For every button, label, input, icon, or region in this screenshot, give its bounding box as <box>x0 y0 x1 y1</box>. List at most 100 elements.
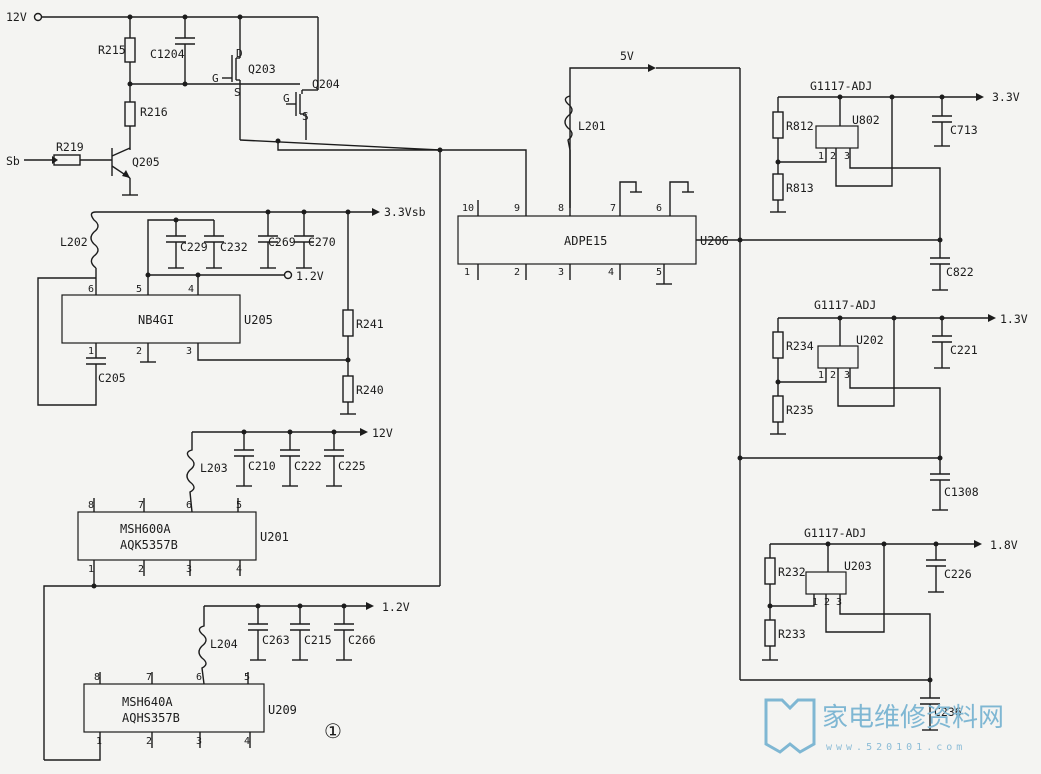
u206-pin10: 10 <box>462 203 474 214</box>
u203-section: G1117-ADJ 1.8V R232 R233 U203 1 2 3 C226… <box>740 526 1018 731</box>
u209-pin2: 2 <box>146 736 152 747</box>
u209-part2: AQHS357B <box>122 711 180 725</box>
u802-pin3: 3 <box>844 151 850 162</box>
r240-label: R240 <box>356 383 384 397</box>
u802-pin2: 2 <box>830 151 836 162</box>
c1204-label: C1204 <box>150 47 185 61</box>
u206-pin7: 7 <box>610 203 616 214</box>
l204-label: L204 <box>210 637 238 651</box>
watermark-title: 家电维修资料网 <box>822 703 1004 733</box>
u203-pin2: 2 <box>824 597 830 608</box>
q205-label: Q205 <box>132 155 160 169</box>
u209-section: 1.2V L204 C263 C215 C266 MSH640A AQHS357… <box>44 600 410 761</box>
u203-pin1: 1 <box>812 597 818 608</box>
c236-label: C236 <box>934 705 962 719</box>
rail-5v-label: 5V <box>620 49 634 63</box>
u205-pin5: 5 <box>136 284 142 295</box>
u202-ref: U202 <box>856 333 884 347</box>
resistor-r215 <box>124 37 136 63</box>
l203-label: L203 <box>200 461 228 475</box>
u209-part: MSH640A <box>122 695 173 709</box>
watermark-url: www.520101.com <box>826 742 966 753</box>
rail-12v-u201-label: 12V <box>372 426 393 440</box>
u201-pin8: 8 <box>88 500 94 511</box>
resistor-r813 <box>772 173 784 201</box>
u209-pin4: 4 <box>244 736 250 747</box>
u209-pin3: 3 <box>196 736 202 747</box>
chip-u203 <box>805 571 847 595</box>
c1308-label: C1308 <box>944 485 979 499</box>
c266-label: C266 <box>348 633 376 647</box>
c270-label: C270 <box>308 235 336 249</box>
u206-section: 5V L201 ADPE15 U206 10 9 8 7 6 1 2 3 4 5 <box>457 49 743 680</box>
q203-s: S <box>234 86 241 99</box>
chip-u202 <box>817 345 859 369</box>
u802-part: G1117-ADJ <box>810 79 872 93</box>
c229-label: C229 <box>180 240 208 254</box>
r241-label: R241 <box>356 317 384 331</box>
watermark-logo <box>764 698 816 754</box>
u203-ref: U203 <box>844 559 872 573</box>
u206-ref: U206 <box>700 234 729 248</box>
rail-13v-label: 1.3V <box>1000 312 1028 326</box>
sb-input-label: Sb <box>6 154 20 168</box>
u202-part: G1117-ADJ <box>814 298 876 312</box>
u205-pin3: 3 <box>186 346 192 357</box>
c205-label: C205 <box>98 371 126 385</box>
u202-section: G1117-ADJ 1.3V R234 R235 U202 1 2 3 C221 <box>737 298 1028 511</box>
u201-pin6: 6 <box>186 500 192 511</box>
c226-label: C226 <box>944 567 972 581</box>
u203-part: G1117-ADJ <box>804 526 866 540</box>
r234-label: R234 <box>786 339 814 353</box>
u202-pin2: 2 <box>830 370 836 381</box>
u205-ref: U205 <box>244 313 273 327</box>
u201-ref: U201 <box>260 530 289 544</box>
u209-pin8: 8 <box>94 672 100 683</box>
chip-u209 <box>83 683 265 733</box>
inductor-l203 <box>186 432 195 513</box>
u205-pin4: 4 <box>188 284 194 295</box>
resistor-r216 <box>124 101 136 127</box>
inductor-l202 <box>90 211 99 269</box>
c225-label: C225 <box>338 459 366 473</box>
u201-part: MSH600A <box>120 522 171 536</box>
u201-pin3: 3 <box>186 564 192 575</box>
c713-label: C713 <box>950 123 978 137</box>
rail-18v-label: 1.8V <box>990 538 1018 552</box>
u201-part2: AQK5357B <box>120 538 178 552</box>
u206-pin6: 6 <box>656 203 662 214</box>
inductor-l204 <box>198 606 207 685</box>
u206-pin2: 2 <box>514 267 520 278</box>
c232-label: C232 <box>220 240 248 254</box>
u205-part: NB4GI <box>138 313 174 327</box>
q203-g: G <box>212 72 219 85</box>
r232-label: R232 <box>778 565 806 579</box>
r813-label: R813 <box>786 181 814 195</box>
u201-pin2: 2 <box>138 564 144 575</box>
rail-33vsb-label: 3.3Vsb <box>384 205 426 219</box>
u209-pin7: 7 <box>146 672 152 683</box>
u209-pin1: 1 <box>96 736 102 747</box>
resistor-r234 <box>772 331 784 359</box>
u206-pin3: 3 <box>558 267 564 278</box>
q203-label: Q203 <box>248 62 276 76</box>
c221-label: C221 <box>950 343 978 357</box>
u209-ref: U209 <box>268 703 297 717</box>
u205-pin2: 2 <box>136 346 142 357</box>
c210-label: C210 <box>248 459 276 473</box>
r235-label: R235 <box>786 403 814 417</box>
figure-number: ① <box>324 719 342 743</box>
u201-pin5: 5 <box>236 500 242 511</box>
resistor-r240 <box>342 375 354 403</box>
q205-section: Sb R219 Q205 <box>6 140 160 196</box>
c822-label: C822 <box>946 265 974 279</box>
u802-section: G1117-ADJ 3.3V R812 R813 U802 1 2 3 C713… <box>740 79 1020 291</box>
l202-label: L202 <box>60 235 88 249</box>
c263-label: C263 <box>262 633 290 647</box>
resistor-r235 <box>772 395 784 423</box>
chip-u205 <box>61 294 241 344</box>
rail-12v-input-label: 12V <box>6 10 27 24</box>
r219-label: R219 <box>56 140 84 154</box>
u209-pin6: 6 <box>196 672 202 683</box>
